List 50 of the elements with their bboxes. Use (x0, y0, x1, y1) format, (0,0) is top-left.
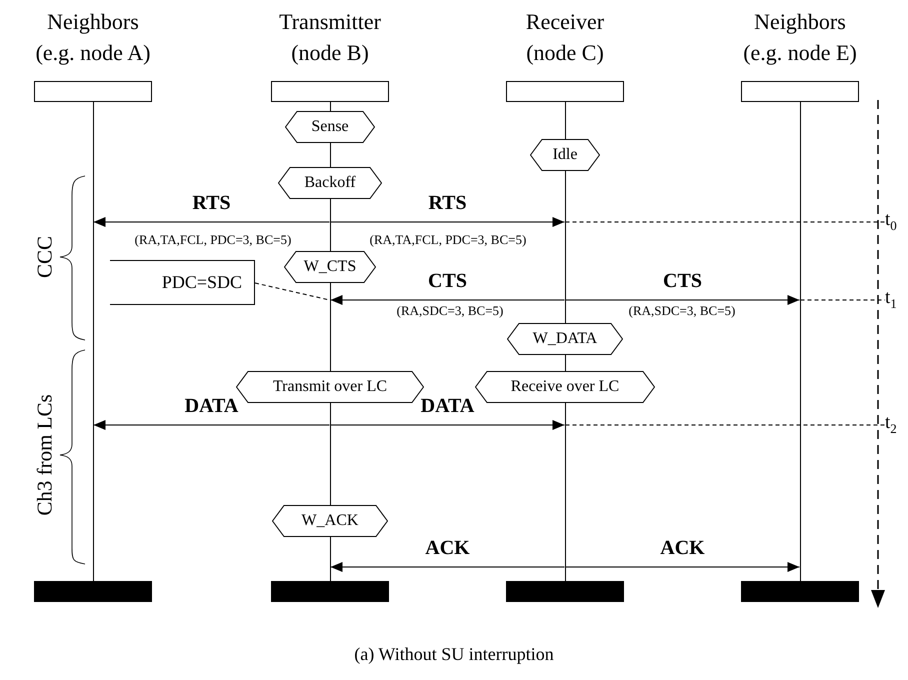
message-arrow (565, 562, 800, 572)
state-hexagon (285, 111, 375, 143)
brace-label: Ch3 from LCs (32, 394, 58, 516)
message-parameters: (RA,SDC=3, BC=5) (628, 303, 736, 319)
message-parameters: (RA,SDC=3, BC=5) (396, 303, 504, 319)
state-hexagon (272, 505, 388, 537)
state-hexagon (278, 167, 382, 199)
state-label: Idle (552, 146, 578, 164)
time-mark: t$_{0}$ (885, 209, 897, 234)
state-label: W_ACK (302, 512, 358, 530)
lifeline-heading: Transmitter (node B) (278, 8, 382, 67)
message-arrow (93, 217, 330, 227)
state-label: W_CTS (304, 258, 356, 276)
state-hexagon (530, 139, 600, 171)
lifeline (92, 101, 94, 581)
state-hexagon (284, 251, 376, 283)
lifeline (564, 171, 566, 323)
state-label: Backoff (304, 174, 356, 192)
message-arrow (330, 562, 565, 572)
time-mark: t$_{1}$ (885, 287, 897, 312)
message-parameters: (RA,TA,FCL, PDC=3, BC=5) (134, 232, 292, 248)
state-hexagon (475, 371, 655, 403)
state-label: Transmit over LC (272, 378, 388, 396)
message-arrow (565, 295, 800, 305)
note-box (110, 260, 255, 305)
lifeline (564, 355, 566, 371)
dashed-connector (254, 282, 330, 300)
lifeline-heading: Neighbors (e.g. node E) (742, 8, 858, 67)
lifeline-end-bar (271, 581, 389, 602)
lifeline-heading: Receiver (node C) (524, 8, 606, 67)
state-hexagon (507, 323, 623, 355)
lifeline (564, 101, 566, 139)
state-label: Receive over LC (510, 378, 620, 396)
brace-label: CCC (32, 236, 58, 278)
lifeline-heading: Neighbors (e.g. node A) (34, 8, 152, 67)
message-arrow (330, 295, 565, 305)
lifeline (564, 403, 566, 581)
dashed-connector (565, 424, 886, 426)
message-arrow (330, 420, 565, 430)
time-mark: t$_{2}$ (885, 412, 897, 437)
note-text: PDC=SDC (162, 272, 242, 293)
lifeline-end-bar (34, 581, 152, 602)
caption: (a) Without SU interruption (353, 644, 555, 665)
message-arrow (330, 217, 565, 227)
message-arrow (93, 420, 330, 430)
message-parameters: (RA,TA,FCL, PDC=3, BC=5) (368, 232, 528, 248)
state-label: W_DATA (532, 330, 598, 348)
state-label: Sense (311, 118, 349, 136)
lifeline-end-bar (741, 581, 859, 602)
lifeline-end-bar (506, 581, 624, 602)
